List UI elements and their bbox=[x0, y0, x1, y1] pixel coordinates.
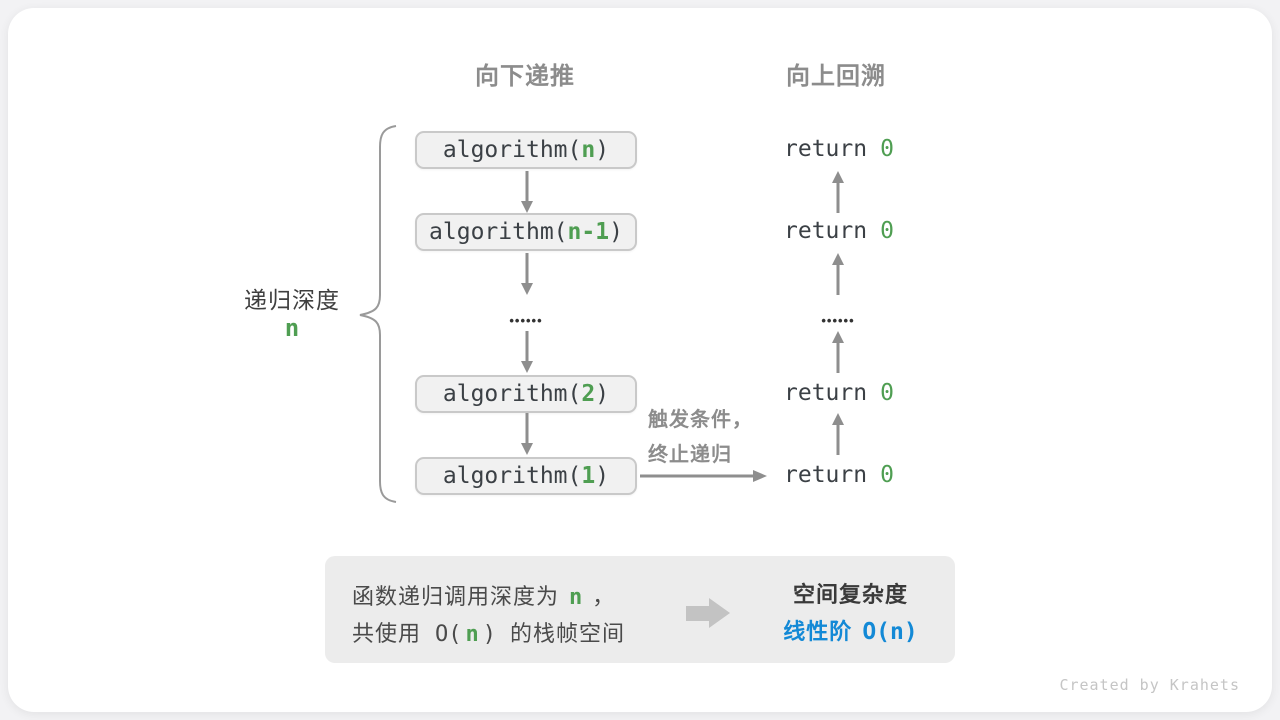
code-text: algorithm( bbox=[429, 219, 568, 245]
summary-text: 的栈帧空间 bbox=[510, 621, 626, 646]
return-statement: return 0 bbox=[776, 462, 902, 488]
code-text: ) bbox=[595, 137, 610, 163]
right-arrow-icon bbox=[640, 470, 767, 482]
return-keyword: return bbox=[784, 462, 868, 488]
up-arrow-icon bbox=[832, 331, 844, 373]
summary-line2: 共使用 O(n) 的栈帧空间 bbox=[352, 616, 625, 648]
block-arrow-icon bbox=[709, 598, 730, 628]
summary-text: ， bbox=[592, 584, 616, 609]
summary-line1: 函数递归调用深度为 n ， bbox=[352, 579, 615, 611]
return-value: 0 bbox=[880, 462, 894, 488]
return-value: 0 bbox=[880, 380, 894, 406]
call-box-n-1: algorithm(n-1) bbox=[415, 213, 637, 251]
call-box-1: algorithm(1) bbox=[415, 457, 637, 495]
down-arrow-icon bbox=[521, 413, 533, 455]
return-statement: return 0 bbox=[776, 136, 902, 162]
return-keyword: return bbox=[784, 218, 868, 244]
depth-label: 递归深度 bbox=[244, 287, 340, 313]
summary-var: n bbox=[465, 622, 479, 647]
ellipsis-left: •••••• bbox=[509, 313, 543, 328]
summary-text: 共使用 bbox=[352, 621, 422, 646]
code-text: algorithm( bbox=[442, 381, 582, 407]
watermark: Created by Krahets bbox=[1059, 676, 1240, 694]
summary-text: 函数递归调用深度为 bbox=[352, 584, 560, 609]
up-arrow-icon bbox=[832, 171, 844, 213]
up-arrow-icon bbox=[832, 253, 844, 295]
code-text: ) bbox=[609, 219, 623, 245]
return-statement: return 0 bbox=[776, 380, 902, 406]
code-text: ) bbox=[595, 463, 610, 489]
big-o-close: ) bbox=[482, 622, 497, 647]
depth-brace bbox=[359, 125, 397, 503]
result-title: 空间复杂度 bbox=[792, 582, 908, 607]
code-arg: n-1 bbox=[567, 219, 610, 245]
summary-panel bbox=[325, 556, 955, 663]
result-label: 线性阶 bbox=[783, 619, 853, 644]
down-arrow-icon bbox=[521, 253, 533, 295]
header-recurse-down: 向下递推 bbox=[475, 63, 575, 90]
code-arg: 2 bbox=[581, 381, 596, 407]
return-value: 0 bbox=[880, 218, 894, 244]
block-arrow-icon bbox=[686, 606, 709, 621]
return-keyword: return bbox=[784, 136, 868, 162]
down-arrow-icon bbox=[521, 331, 533, 373]
return-value: 0 bbox=[880, 136, 894, 162]
return-statement: return 0 bbox=[776, 218, 902, 244]
call-box-2: algorithm(2) bbox=[415, 375, 637, 413]
up-arrow-icon bbox=[832, 413, 844, 455]
call-box-n: algorithm(n) bbox=[415, 131, 637, 169]
result-value: O(n) bbox=[862, 619, 918, 645]
code-arg: n bbox=[581, 137, 596, 163]
down-arrow-icon bbox=[521, 171, 533, 213]
code-text: algorithm( bbox=[442, 463, 582, 489]
header-backtrack-up: 向上回溯 bbox=[786, 63, 886, 90]
code-arg: 1 bbox=[581, 463, 596, 489]
return-keyword: return bbox=[784, 380, 868, 406]
trigger-note-line1: 触发条件， bbox=[648, 409, 753, 431]
code-text: ) bbox=[595, 381, 610, 407]
ellipsis-right: •••••• bbox=[821, 313, 855, 328]
result-complexity: 线性阶 O(n) bbox=[763, 614, 938, 646]
summary-var: n bbox=[569, 585, 583, 610]
depth-value: n bbox=[284, 314, 300, 342]
big-o-open: O( bbox=[435, 622, 462, 647]
code-text: algorithm( bbox=[442, 137, 582, 163]
trigger-note-line2: 终止递归 bbox=[648, 444, 732, 466]
